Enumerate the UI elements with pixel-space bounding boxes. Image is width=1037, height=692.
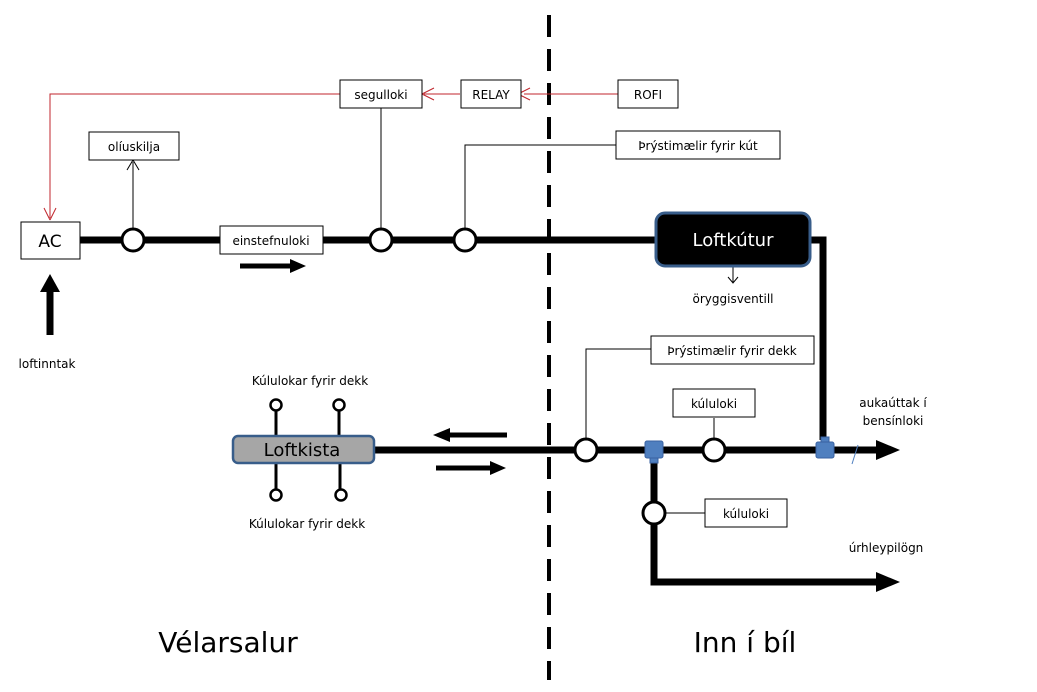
plug-marker [851,444,859,465]
flow-arrow-right-lower [436,461,506,475]
compressor-label: AC [38,232,61,252]
switch-label: ROFI [634,88,662,102]
tire-valve-icon[interactable] [334,488,348,502]
tank-gauge-box[interactable]: Þrýstimælir fyrir kút [615,130,781,160]
air-tank[interactable]: Loftkútur [654,211,812,268]
tire-gauge-box[interactable]: Þrýstimælir fyrir dekk [650,335,815,365]
oil-separator-valve[interactable] [120,227,146,253]
tire-valve-icon[interactable] [269,488,283,502]
aux-outlet-label-line1: aukaúttak í [859,396,927,410]
air-intake-arrow [40,274,60,335]
ball-valve-branch-label: kúluloki [723,507,769,521]
solenoid-valve-box[interactable]: segulloki [339,79,423,109]
zone-label-engine-room: Vélarsalur [158,626,298,659]
oil-separator-label: olíuskilja [108,140,160,154]
manifold-valves-bottom-label: Kúlulokar fyrir dekk [249,517,365,531]
control-signal-lines [43,87,618,221]
air-tank-label: Loftkútur [693,230,775,251]
ball-valve-main[interactable] [701,437,727,463]
zone-label-in-car: Inn í bíl [694,626,797,659]
tire-gauge-label: Þrýstimælir fyrir dekk [667,344,797,358]
oil-separator-box[interactable]: olíuskilja [88,131,180,161]
relay-box[interactable]: RELAY [460,79,522,109]
manifold-label: Loftkista [264,440,341,461]
manifold-valves-top-label: Kúlulokar fyrir dekk [252,374,368,388]
ball-valve-main-label: kúluloki [691,397,737,411]
tire-valve-icon[interactable] [332,398,346,412]
ball-valve-branch-box[interactable]: kúluloki [704,498,788,528]
flow-arrow-right [240,259,306,273]
tank-gauge-node[interactable] [452,227,478,253]
tire-gauge-node[interactable] [573,437,599,463]
manifold[interactable]: Loftkista [231,434,376,465]
compressor-box[interactable]: AC [20,221,81,260]
check-valve-label: einstefnuloki [232,234,309,248]
flow-arrow-left [433,428,507,442]
check-valve-box[interactable]: einstefnuloki [219,225,324,255]
tee-fitting-branch [644,440,664,464]
manifold-valves [269,398,348,502]
solenoid-valve-node[interactable] [368,227,394,253]
tee-fitting-tank [815,436,835,459]
tank-gauge-connector [464,144,618,228]
safety-valve-label: öryggisventill [693,292,774,306]
aux-outlet-label-line2: bensínloki [863,414,924,428]
tire-gauge-connector [585,348,651,438]
safety-valve-arrow [727,276,739,284]
ball-valve-main-box[interactable]: kúluloki [672,388,756,418]
relay-label: RELAY [472,88,510,102]
tank-gauge-label: Þrýstimælir fyrir kút [638,139,758,153]
air-intake-label: loftinntak [19,357,76,371]
release-line-label: úrhleypilögn [849,541,924,555]
ball-valve-branch[interactable] [641,500,667,526]
distribution-pipe [374,440,900,592]
switch-box[interactable]: ROFI [617,79,679,109]
tire-valve-icon[interactable] [269,398,283,412]
solenoid-valve-label: segulloki [354,88,407,102]
